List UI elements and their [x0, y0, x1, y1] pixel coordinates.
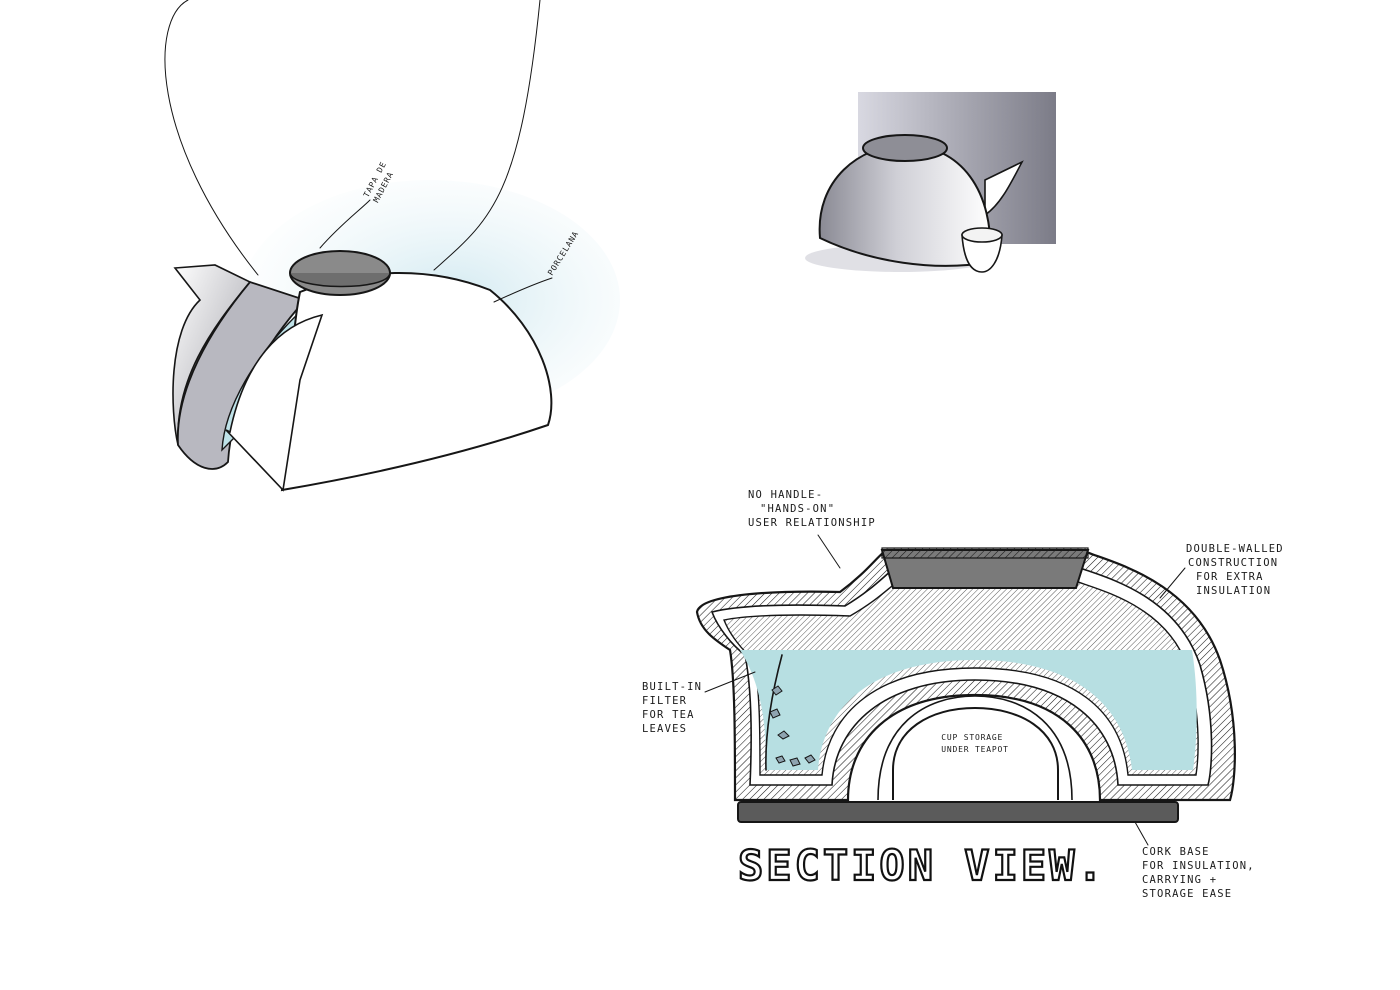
base-leader: [1134, 821, 1149, 846]
render-dome: [818, 143, 992, 267]
cord-left: [164, 0, 259, 276]
section-lid-top: [881, 547, 1089, 559]
lid-rim: [289, 272, 391, 288]
render-teapot-sketch: [805, 92, 1056, 273]
body-leader-line: [493, 277, 553, 303]
water-fill: [740, 650, 1197, 770]
cup-annotation: CUP STORAGE UNDER TEAPOT: [941, 733, 1008, 754]
inner-wall: [723, 577, 1199, 776]
filter-line: [765, 654, 783, 771]
walls-leader: [1159, 567, 1186, 599]
cork-base: [737, 801, 1179, 823]
cup-storage-arch: [892, 706, 1059, 800]
cup-storage-outline: [877, 695, 1073, 801]
render-cup: [961, 234, 1003, 273]
handle-leader: [817, 534, 841, 569]
filter-annotation: BUILT-IN FILTER FOR TEA LEAVES: [642, 681, 710, 735]
arch-cavity: [225, 313, 324, 492]
section-view-title: SECTION VIEW.: [738, 841, 1106, 890]
base-annotation: CORK BASE FOR INSULATION, CARRYING + STO…: [1142, 846, 1262, 900]
cord-right: [433, 0, 541, 271]
perspective-teapot-sketch: TAPA DE MADERA PORCELANA: [164, 0, 620, 492]
filter-leader: [704, 671, 756, 693]
lid-leader-line: [319, 199, 371, 249]
tea-leaves: [769, 685, 816, 767]
render-lid: [862, 134, 948, 162]
render-cup-rim: [961, 227, 1003, 243]
section-view-sketch: NO HANDLE- "HANDS-ON" USER RELATIONSHIP …: [642, 489, 1291, 900]
walls-annotation: DOUBLE-WALLED CONSTRUCTION FOR EXTRA INS…: [1186, 543, 1291, 597]
handle-annotation: NO HANDLE- "HANDS-ON" USER RELATIONSHIP: [748, 489, 876, 529]
